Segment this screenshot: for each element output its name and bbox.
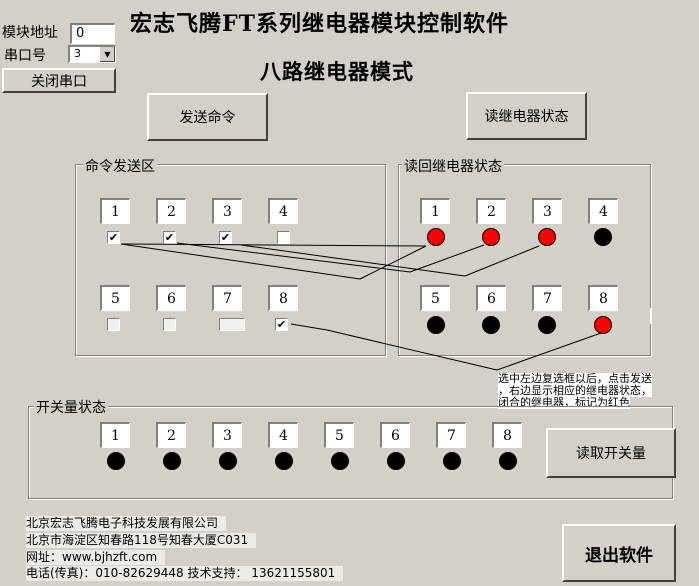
- divider: [650, 308, 652, 324]
- switch-channel-7-indicator: [443, 452, 461, 470]
- command-channel-3-checkbox[interactable]: ✔: [219, 231, 232, 244]
- relay-channel-8-number: 8: [588, 285, 618, 311]
- connector-line-1: [120, 243, 427, 247]
- sub-title: 八路继电器模式: [260, 59, 414, 84]
- exit-button[interactable]: 退出软件: [562, 524, 676, 582]
- command-channel-4-checkbox[interactable]: [277, 231, 290, 244]
- command-channel-5-checkbox[interactable]: [107, 318, 120, 331]
- relay-channel-6-indicator: [482, 316, 500, 334]
- command-channel-1-checkbox[interactable]: ✔: [107, 231, 120, 244]
- command-channel-4-number: 4: [268, 198, 298, 224]
- command-channel-6-number: 6: [156, 285, 186, 311]
- switch-channel-4-indicator: [275, 452, 293, 470]
- relay-channel-7-number: 7: [532, 285, 562, 311]
- command-send-group-label: 命令发送区: [83, 156, 157, 176]
- connector-line-3: [240, 244, 466, 277]
- address-label: 模块地址: [2, 25, 58, 41]
- connector-line-3b: [464, 245, 540, 277]
- command-channel-3-number: 3: [212, 198, 242, 224]
- connector-line-1c: [359, 245, 427, 280]
- footer-website: 网址：www.bjhzft.com: [26, 550, 166, 565]
- relay-channel-5-number: 5: [420, 285, 450, 311]
- footer-address: 北京市海淀区知春路118号知春大厦C031: [26, 533, 257, 548]
- command-channel-2-checkbox[interactable]: ✔: [163, 231, 176, 244]
- relay-channel-2-number: 2: [476, 198, 506, 224]
- switch-channel-3-indicator: [219, 452, 237, 470]
- switch-channel-6-number: 6: [380, 422, 410, 448]
- command-channel-5-number: 5: [100, 285, 130, 311]
- read-switch-button[interactable]: 读取开关量: [546, 428, 676, 478]
- relay-status-group-label: 读回继电器状态: [402, 156, 504, 176]
- switch-channel-5-indicator: [331, 452, 349, 470]
- main-title: 宏志飞腾FT系列继电器模块控制软件: [130, 11, 509, 37]
- connector-line-8c: [496, 332, 602, 371]
- connector-line-2b: [409, 244, 485, 273]
- port-select[interactable]: 3 ▼: [68, 45, 116, 63]
- relay-channel-5-indicator: [427, 316, 445, 334]
- chevron-down-icon[interactable]: ▼: [99, 47, 115, 62]
- relay-channel-4-indicator: [594, 228, 612, 246]
- relay-channel-1-indicator: [427, 228, 445, 246]
- switch-channel-3-number: 3: [212, 422, 242, 448]
- send-command-button[interactable]: 发送命令: [147, 93, 268, 141]
- command-channel-1-number: 1: [100, 198, 130, 224]
- relay-channel-3-number: 3: [532, 198, 562, 224]
- connector-line-2: [176, 242, 411, 273]
- close-port-button[interactable]: 关闭串口: [2, 68, 116, 93]
- command-send-group: [75, 164, 386, 356]
- relay-channel-3-indicator: [538, 228, 556, 246]
- relay-channel-4-number: 4: [588, 198, 618, 224]
- command-channel-6-checkbox[interactable]: [163, 318, 176, 331]
- command-channel-2-number: 2: [156, 198, 186, 224]
- relay-channel-7-indicator: [538, 316, 556, 334]
- connector-line-8: [290, 323, 328, 331]
- footer-company: 北京宏志飞腾电子科技发展有限公司: [26, 516, 227, 531]
- switch-channel-2-number: 2: [156, 422, 186, 448]
- relay-channel-6-number: 6: [476, 285, 506, 311]
- switch-status-group-label: 开关量状态: [34, 397, 108, 417]
- command-channel-7-number: 7: [212, 285, 242, 311]
- switch-channel-8-number: 8: [492, 422, 522, 448]
- switch-channel-6-indicator: [387, 452, 405, 470]
- switch-channel-1-number: 1: [100, 422, 130, 448]
- footer-phone: 电话(传真)：010-82629448 技术支持： 13621155801: [26, 566, 344, 581]
- port-label: 串口号: [4, 48, 46, 64]
- switch-channel-4-number: 4: [268, 422, 298, 448]
- hint-line-2: ，右边显示相应的继电器状态，: [498, 384, 652, 397]
- relay-channel-8-indicator: [594, 316, 612, 334]
- command-channel-8-number: 8: [268, 285, 298, 311]
- relay-channel-2-indicator: [482, 228, 500, 246]
- read-relay-status-button[interactable]: 读继电器状态: [466, 92, 587, 140]
- relay-channel-1-number: 1: [420, 198, 450, 224]
- connector-line-8b: [326, 329, 498, 371]
- command-channel-8-checkbox[interactable]: ✔: [275, 318, 288, 331]
- switch-channel-8-indicator: [499, 452, 517, 470]
- switch-channel-1-indicator: [107, 452, 125, 470]
- address-input[interactable]: 0: [70, 23, 115, 44]
- switch-channel-7-number: 7: [436, 422, 466, 448]
- switch-channel-2-indicator: [163, 452, 181, 470]
- command-channel-7-checkbox[interactable]: [219, 318, 245, 331]
- connector-line-1b: [120, 243, 361, 280]
- hint-line-1: 选中左边复选框以后，点击发送: [498, 372, 652, 385]
- switch-channel-5-number: 5: [324, 422, 354, 448]
- port-select-value: 3: [74, 47, 81, 60]
